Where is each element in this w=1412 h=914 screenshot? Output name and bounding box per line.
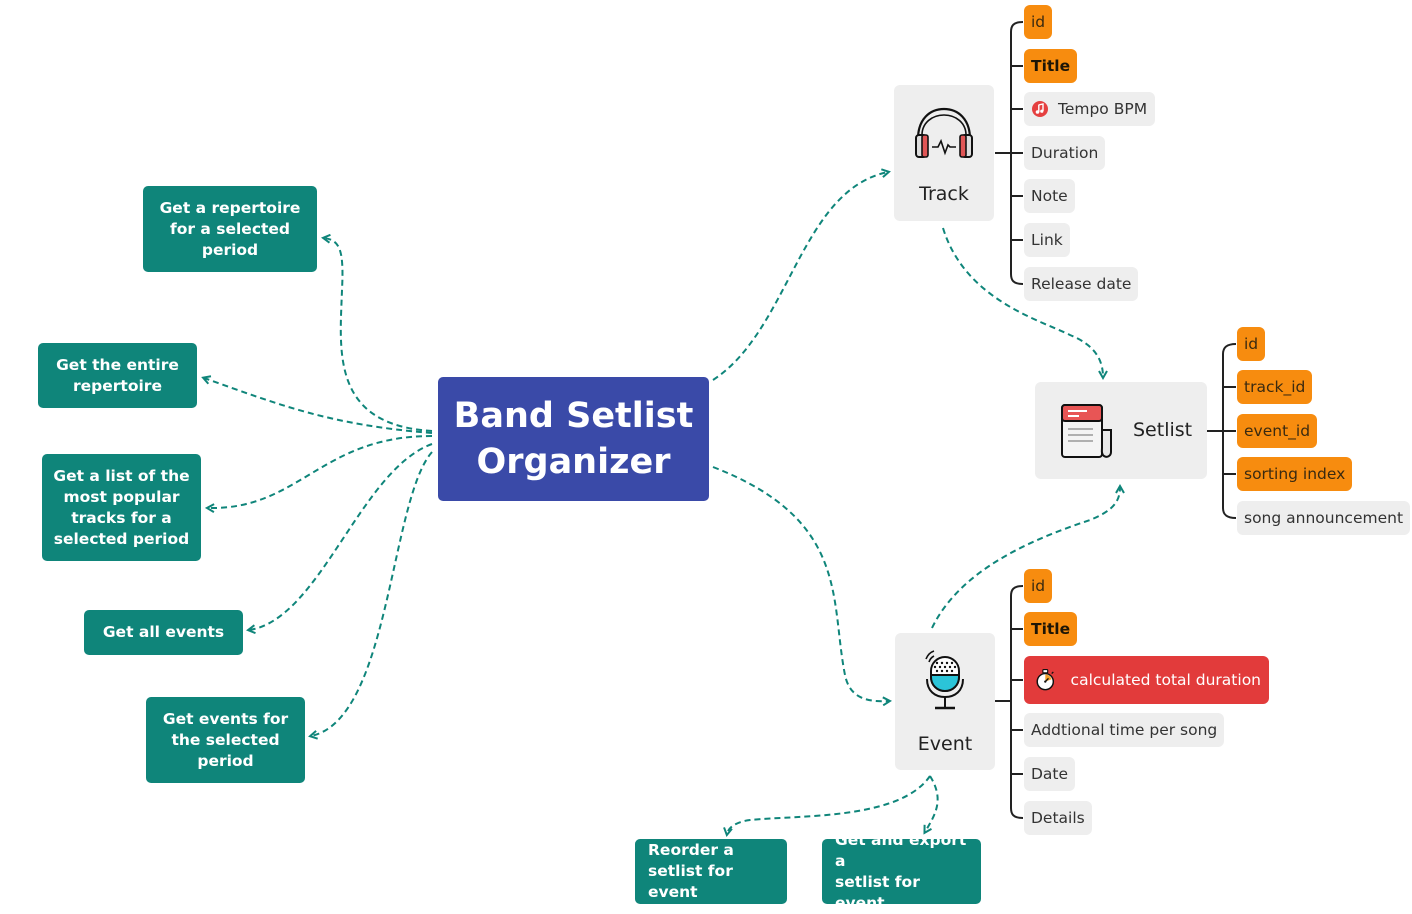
entity-setlist-label: Setlist [1133, 419, 1193, 441]
event-field-details[interactable]: Details [1024, 801, 1092, 835]
action-entire-repertoire[interactable]: Get the entire repertoire [38, 343, 197, 408]
connector-repertoire-period [324, 238, 433, 432]
stopwatch-icon [1036, 668, 1055, 691]
track-field-note[interactable]: Note [1024, 179, 1075, 213]
action-popular-tracks[interactable]: Get a list of the most popular tracks fo… [42, 454, 201, 561]
action-events-selected-period[interactable]: Get events for the selected period [146, 697, 305, 783]
setlist-fields-bracket [1207, 343, 1237, 519]
entity-track-label: Track [919, 183, 969, 205]
entity-event-label: Event [917, 733, 973, 755]
entity-setlist[interactable]: Setlist [1035, 382, 1207, 479]
connector-events-period [311, 451, 433, 736]
connector-central-track [712, 172, 888, 381]
headphones-icon [915, 107, 973, 158]
track-fields-bracket [995, 21, 1024, 285]
track-field-release-date[interactable]: Release date [1024, 267, 1139, 301]
microphone-icon [925, 650, 964, 710]
event-field-total-duration[interactable]: calculated total duration [1024, 656, 1269, 704]
setlist-field-sorting-index[interactable]: sorting index [1237, 457, 1353, 491]
entity-event[interactable]: Event [895, 633, 995, 770]
action-all-events[interactable]: Get all events [84, 610, 243, 655]
setlist-field-song-announcement[interactable]: song announcement [1237, 501, 1411, 535]
track-field-tempo[interactable]: Tempo BPM [1024, 92, 1156, 126]
event-field-title[interactable]: Title [1024, 612, 1078, 646]
connector-popular-tracks [208, 435, 433, 508]
action-export-setlist[interactable]: Get and export a setlist for event [822, 831, 981, 912]
central-topic[interactable]: Band Setlist Organizer [438, 377, 709, 501]
connector-event-reorder [727, 775, 931, 834]
event-field-date[interactable]: Date [1024, 757, 1076, 791]
setlist-field-id[interactable]: id [1237, 327, 1266, 361]
setlist-field-event-id[interactable]: event_id [1237, 414, 1318, 448]
track-field-link[interactable]: Link [1024, 223, 1070, 257]
track-field-id[interactable]: id [1024, 5, 1053, 39]
connector-entire-repertoire [204, 378, 433, 434]
event-field-id[interactable]: id [1024, 569, 1053, 603]
document-icon [1061, 404, 1112, 458]
music-note-icon [1032, 101, 1048, 117]
entity-track[interactable]: Track [894, 85, 994, 221]
connector-all-events [249, 443, 433, 630]
track-field-tempo-label: Tempo BPM [1058, 100, 1148, 118]
connector-event-setlist [931, 487, 1120, 629]
event-field-additional-time[interactable]: Addtional time per song [1024, 713, 1225, 747]
connector-event-export [925, 775, 939, 832]
event-field-total-duration-label: calculated total duration [1070, 671, 1261, 689]
connector-central-event [712, 466, 889, 701]
track-field-title[interactable]: Title [1024, 49, 1078, 83]
action-reorder-setlist[interactable]: Reorder a setlist for event [635, 839, 787, 904]
connector-track-setlist [942, 227, 1103, 377]
event-fields-bracket [995, 585, 1024, 819]
action-repertoire-selected-period[interactable]: Get a repertoire for a selected period [143, 186, 317, 272]
setlist-field-track-id[interactable]: track_id [1237, 370, 1313, 404]
track-field-duration[interactable]: Duration [1024, 136, 1106, 170]
